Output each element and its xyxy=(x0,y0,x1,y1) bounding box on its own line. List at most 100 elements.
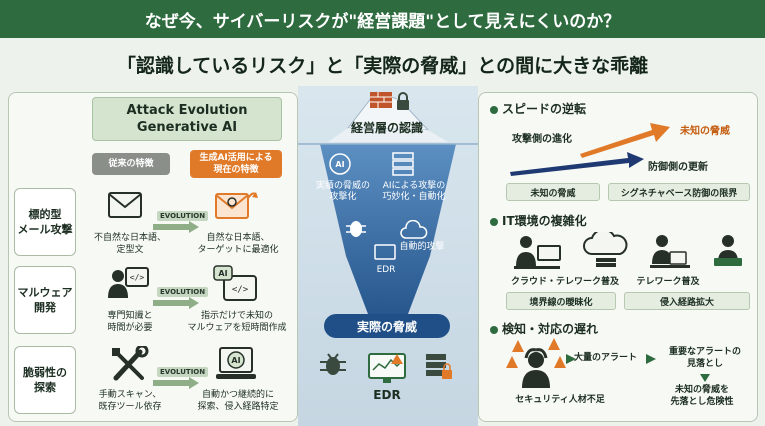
caption-line2: ターゲットに最適化 xyxy=(197,245,279,255)
speed-title-text: スピードの逆転 xyxy=(502,102,587,116)
ai-label: AI xyxy=(335,160,344,169)
malware-new-caption: 指示だけで未知の マルウェアを短時間作成 xyxy=(180,310,294,334)
caption-line1: 指示だけで未知の xyxy=(200,311,273,321)
speed-box-unknown: 未知の脅威 xyxy=(506,183,600,201)
row-label-line1: 脆弱性の xyxy=(23,366,67,379)
laptop-worker-icon xyxy=(714,235,742,266)
iceberg-item-1: 実績の脅威の 攻撃化 xyxy=(312,181,374,203)
risk-line2: 先落とし危険性 xyxy=(670,397,734,407)
caption-line1: 不自然な日本語、 xyxy=(93,233,166,243)
it-cloud-caption: クラウド・テレワーク普及 xyxy=(510,277,619,287)
row-label-line2: 開発 xyxy=(34,301,56,314)
ai-label: AI xyxy=(231,356,240,365)
monitor-icon xyxy=(374,244,396,260)
row-label-line1: マルウェア xyxy=(17,286,73,299)
title-line1: Attack Evolution xyxy=(126,103,248,118)
evolution-arrow-2 xyxy=(153,297,199,309)
email-old-caption: 不自然な日本語、 定型文 xyxy=(90,232,170,256)
caption-line2: 定型文 xyxy=(116,245,144,255)
caption-line2: マルウェアを短時間作成 xyxy=(187,323,287,333)
vuln-old-caption: 手動スキャン、 既存ツール依存 xyxy=(90,389,170,413)
row-label-email: 標的型 メール攻撃 xyxy=(14,188,76,256)
new-feature-tag: 生成AI活用による 現在の特徴 xyxy=(190,150,282,178)
evolution-label: EVOLUTION xyxy=(157,367,209,377)
item-line2: 巧妙化・自動化 xyxy=(382,192,446,202)
item-line1: AIによる攻撃の xyxy=(382,181,446,191)
vuln-new-caption: 自動かつ継続的に 探索、侵入経路特定 xyxy=(186,389,290,413)
defender-update-label: 防御側の更新 xyxy=(648,162,708,173)
row-label-line2: 探索 xyxy=(34,381,56,394)
page-subtitle: 「認識しているリスク」と「実際の脅威」との間に大きな乖離 xyxy=(116,54,649,77)
detect-section-title: 検知・対応の遅れ xyxy=(490,320,598,337)
malware-old-caption: 専門知識と 時間が必要 xyxy=(90,310,170,334)
tools-icon xyxy=(112,346,149,381)
speed-section-title: スピードの逆転 xyxy=(490,100,586,117)
svg-text:</>: </> xyxy=(130,273,145,282)
virus-bug-icon xyxy=(320,353,346,375)
row-label-vulnerability: 脆弱性の 探索 xyxy=(14,346,76,414)
evolution-label: EVOLUTION xyxy=(157,287,209,297)
page-title: なぜ今、サイバーリスクが"経営課題"として見えにくいのか？ xyxy=(0,0,765,38)
evolution-label: EVOLUTION xyxy=(157,211,209,221)
cloud-icon xyxy=(583,232,628,267)
caption-line2: 時間が必要 xyxy=(107,323,153,333)
edr-monitor-icon xyxy=(368,353,406,383)
ai-code-icon: </> AI xyxy=(213,265,257,301)
bug-icon xyxy=(346,221,366,237)
down-arrow xyxy=(700,374,710,382)
risk-line1: 未知の脅威を xyxy=(674,385,729,395)
missed-alert-label: 重要なアラートの 見落とし xyxy=(656,346,754,370)
speed-box-signature: シグネチャベース防御の限界 xyxy=(608,183,750,201)
ai-label: AI xyxy=(218,269,227,278)
attack-evolution-title: Attack Evolution Generative AI xyxy=(92,97,282,141)
risk-label: 未知の脅威を 先落とし危険性 xyxy=(650,384,754,408)
it-box-boundary: 境界線の曖昧化 xyxy=(506,292,616,310)
edr-top-label: EDR xyxy=(376,265,396,275)
new-tag-line2: 現在の特徴 xyxy=(213,165,259,175)
alert-arrow xyxy=(566,354,576,364)
caption-line1: 手動スキャン、 xyxy=(98,390,162,400)
actual-threat-label: 実際の脅威 xyxy=(324,314,450,338)
talent-shortage-label: セキュリティ人材不足 xyxy=(515,395,605,405)
remote-worker-icon xyxy=(514,236,561,269)
many-alerts-label: 大量のアラート xyxy=(574,353,638,363)
navy-rising-arrow xyxy=(510,152,644,176)
evolution-arrow-1 xyxy=(153,221,199,233)
svg-text:</>: </> xyxy=(232,285,249,295)
bullet-dot xyxy=(490,325,498,334)
bullet-dot xyxy=(490,217,498,226)
lock-icon xyxy=(397,92,409,110)
management-perception-label: 経営層の認識 xyxy=(350,121,423,135)
ai-chip-icon: AI xyxy=(329,153,351,175)
firewall-icon xyxy=(370,92,392,108)
edr-bottom-label: EDR xyxy=(373,388,401,402)
miss-arrow xyxy=(646,354,656,364)
telework-pair-icon xyxy=(650,235,690,268)
cloud-code-icon xyxy=(400,220,428,239)
attacker-evolution-label: 攻撃側の進化 xyxy=(512,134,572,145)
title-line2: Generative AI xyxy=(136,120,238,135)
iceberg-item-2: AIによる攻撃の 巧妙化・自動化 xyxy=(378,181,450,203)
caption-line2: 探索、侵入経路特定 xyxy=(197,402,279,412)
caption-line1: 自動かつ継続的に xyxy=(201,390,274,400)
ai-laptop-icon: AI xyxy=(216,347,256,379)
overwhelmed-analyst-icon xyxy=(506,338,566,388)
miss-line1: 重要なアラートの xyxy=(668,347,741,357)
server-lock-icon xyxy=(426,354,452,379)
orange-rising-arrow xyxy=(580,123,670,158)
it-section-title: IT環境の複雑化 xyxy=(490,212,587,229)
item-line1: 実績の脅威の xyxy=(315,181,370,191)
row-label-malware: マルウェア 開発 xyxy=(14,266,76,334)
new-tag-line1: 生成AI活用による xyxy=(199,153,273,163)
server-icon xyxy=(392,152,414,176)
unknown-threat-label: 未知の脅威 xyxy=(680,126,730,137)
it-box-intrusion: 侵入経路拡大 xyxy=(624,292,750,310)
row-label-line2: メール攻撃 xyxy=(17,223,73,236)
old-feature-tag: 従来の特徴 xyxy=(92,153,170,175)
ai-envelope-icon xyxy=(215,192,258,219)
it-title-text: IT環境の複雑化 xyxy=(502,214,587,228)
caption-line1: 自然な日本語、 xyxy=(206,233,270,243)
email-new-caption: 自然な日本語、 ターゲットに最適化 xyxy=(188,232,288,256)
row-label-line1: 標的型 xyxy=(28,208,62,221)
auto-attack-label: 自動的攻撃 xyxy=(399,242,445,252)
